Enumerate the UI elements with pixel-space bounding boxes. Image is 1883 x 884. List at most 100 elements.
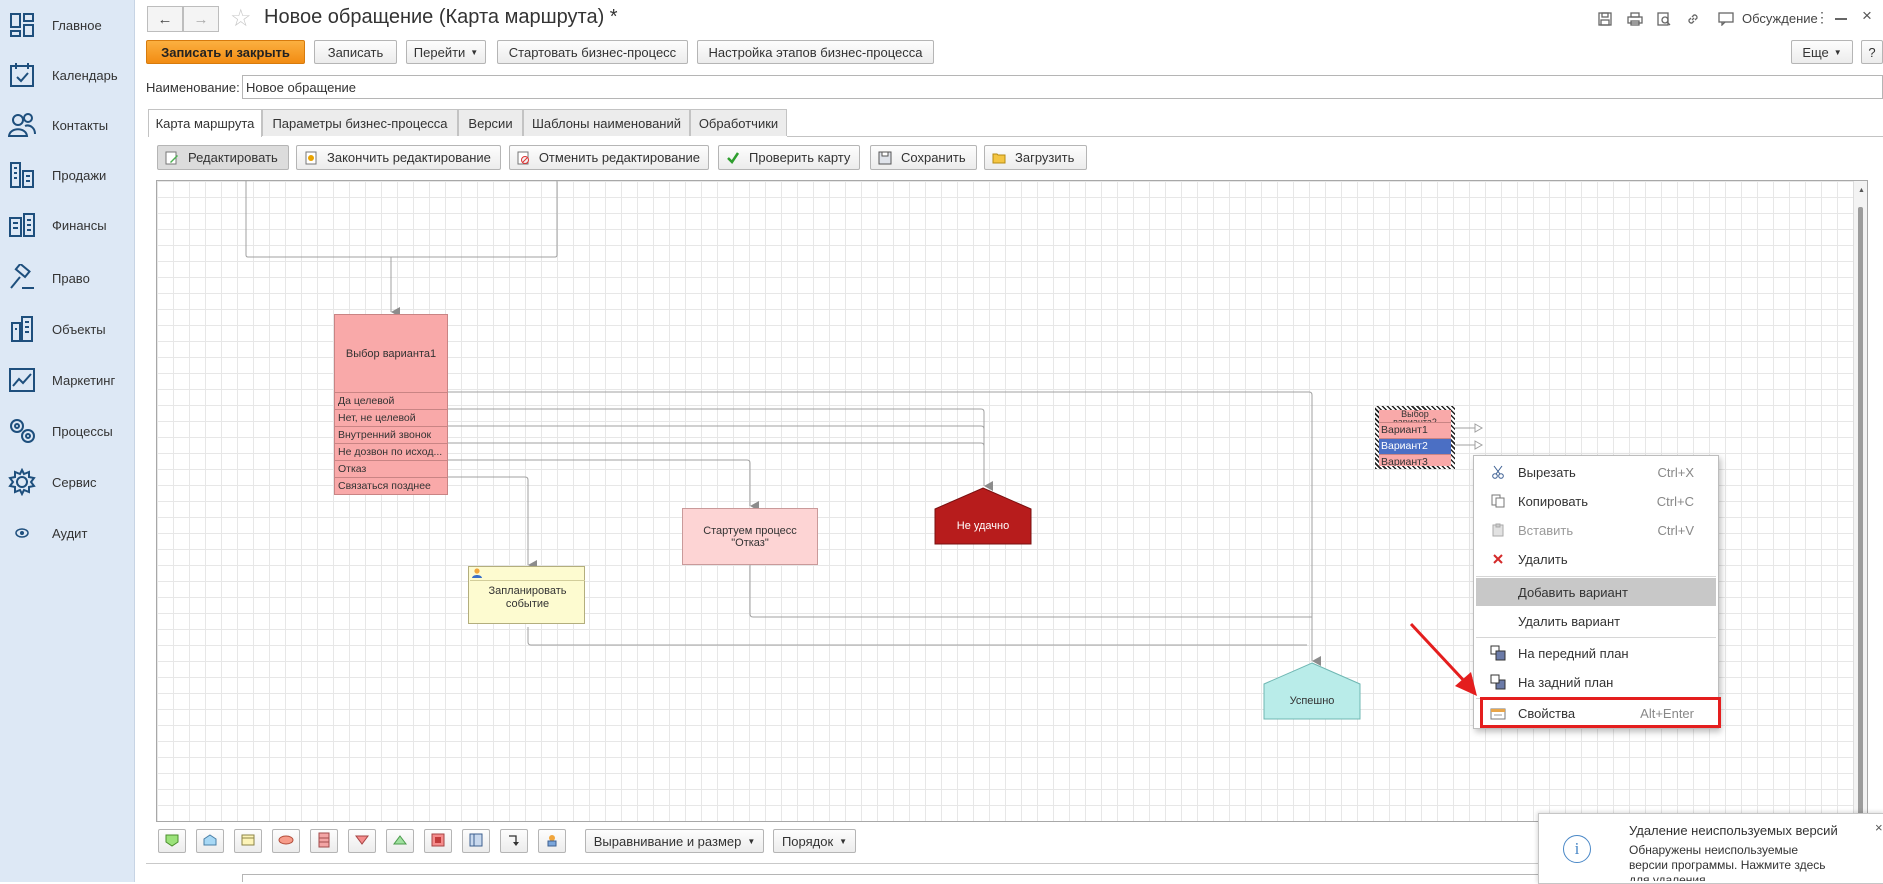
shape-choice-button[interactable] bbox=[310, 829, 338, 853]
sidebar-item-label: Финансы bbox=[52, 217, 107, 233]
vertical-scrollbar[interactable]: ▲ bbox=[1853, 181, 1867, 821]
choice1-option[interactable]: Отказ bbox=[334, 461, 448, 478]
comment-field[interactable] bbox=[242, 874, 1542, 882]
choice1-option[interactable]: Нет, не целевой bbox=[334, 410, 448, 427]
map-save-button[interactable]: Сохранить bbox=[870, 145, 977, 170]
choice1-option[interactable]: Да целевой bbox=[334, 393, 448, 410]
shape-process-button[interactable] bbox=[272, 829, 300, 853]
preview-icon[interactable] bbox=[1655, 10, 1673, 28]
finish-editing-button[interactable]: Закончить редактирование bbox=[296, 145, 501, 170]
menu-item-delete-variant[interactable]: Удалить вариант bbox=[1476, 607, 1716, 635]
context-menu: Вырезать Ctrl+X Копировать Ctrl+C Встави… bbox=[1473, 455, 1719, 729]
shape-activity-button[interactable] bbox=[234, 829, 262, 853]
favorite-star-icon[interactable]: ☆ bbox=[230, 5, 252, 32]
name-input[interactable]: Новое обращение bbox=[242, 75, 1883, 99]
shape-connector-button[interactable] bbox=[500, 829, 528, 853]
menu-item-add-variant[interactable]: Добавить вариант bbox=[1476, 578, 1716, 606]
sidebar-item-law[interactable]: Право bbox=[0, 253, 134, 303]
tab-name-templates[interactable]: Шаблоны наименований bbox=[523, 109, 690, 136]
menu-item-copy[interactable]: Копировать Ctrl+C bbox=[1476, 487, 1716, 515]
sidebar-item-objects[interactable]: Объекты bbox=[0, 304, 134, 354]
load-button[interactable]: Загрузить bbox=[984, 145, 1087, 170]
success-outcome[interactable]: Успешно bbox=[1263, 662, 1361, 720]
shape-start-button[interactable] bbox=[158, 829, 186, 853]
scrollbar-thumb[interactable] bbox=[1858, 207, 1863, 817]
start-bp-button[interactable]: Стартовать бизнес-процесс bbox=[497, 40, 688, 64]
menu-item-bring-front[interactable]: На передний план bbox=[1476, 639, 1716, 667]
sidebar-item-audit[interactable]: Аудит bbox=[0, 508, 134, 558]
tab-bp-params[interactable]: Параметры бизнес-процесса bbox=[262, 109, 458, 136]
choice1-option[interactable]: Связаться позднее bbox=[334, 478, 448, 495]
shape-branch-button[interactable] bbox=[348, 829, 376, 853]
link-icon[interactable] bbox=[1684, 10, 1702, 28]
save-and-close-button[interactable]: Записать и закрыть bbox=[146, 40, 305, 64]
check-map-button[interactable]: Проверить карту bbox=[718, 145, 860, 170]
sidebar-item-sales[interactable]: Продажи bbox=[0, 150, 134, 200]
merge-shape-icon bbox=[392, 834, 408, 849]
goto-dropdown-button[interactable]: Перейти ▼ bbox=[406, 40, 486, 64]
finish-editing-icon bbox=[303, 150, 319, 166]
sidebar-item-label: Продажи bbox=[52, 167, 107, 183]
more-dropdown-button[interactable]: Еще ▼ bbox=[1791, 40, 1853, 64]
choice2-option[interactable]: Вариант3 bbox=[1379, 454, 1451, 466]
failure-outcome[interactable]: Не удачно bbox=[934, 487, 1032, 545]
menu-item-delete[interactable]: Удалить bbox=[1476, 545, 1716, 573]
notification-toast[interactable]: i Удаление неиспользуемых версий Обнаруж… bbox=[1538, 813, 1883, 884]
shape-end-button[interactable] bbox=[196, 829, 224, 853]
align-size-dropdown[interactable]: Выравнивание и размер ▼ bbox=[585, 829, 764, 853]
sidebar-item-label: Календарь bbox=[52, 67, 118, 83]
sidebar-item-service[interactable]: Сервис bbox=[0, 457, 134, 507]
menu-item-cut[interactable]: Вырезать Ctrl+X bbox=[1476, 458, 1716, 486]
choice1-option[interactable]: Внутренний звонок bbox=[334, 427, 448, 444]
print-icon[interactable] bbox=[1626, 10, 1644, 28]
tab-route-map[interactable]: Карта маршрута bbox=[148, 109, 262, 137]
choice1-options: Да целевой Нет, не целевой Внутренний зв… bbox=[334, 393, 448, 495]
shape-group-button[interactable] bbox=[462, 829, 490, 853]
notification-close-icon[interactable]: × bbox=[1875, 820, 1883, 835]
cancel-editing-label: Отменить редактирование bbox=[538, 150, 700, 165]
sidebar-item-contacts[interactable]: Контакты bbox=[0, 100, 134, 150]
discussion-link[interactable]: Обсуждение bbox=[1742, 11, 1818, 26]
start-process-block[interactable]: Стартуем процесс "Отказ" bbox=[682, 508, 818, 565]
processes-icon bbox=[8, 417, 36, 445]
menu-item-label: Удалить bbox=[1518, 551, 1568, 567]
plan-event-block[interactable]: Запланировать событие bbox=[468, 566, 585, 624]
dropdown-caret-icon: ▼ bbox=[747, 836, 756, 846]
tab-handlers[interactable]: Обработчики bbox=[690, 109, 787, 136]
save-disk-icon[interactable] bbox=[1596, 10, 1614, 28]
edit-button[interactable]: Редактировать bbox=[157, 145, 289, 170]
choice2-option[interactable]: Вариант1 bbox=[1379, 422, 1451, 438]
menu-item-properties[interactable]: Свойства Alt+Enter bbox=[1476, 699, 1716, 727]
shape-decoration-button[interactable] bbox=[538, 829, 566, 853]
close-icon[interactable]: × bbox=[1862, 6, 1872, 25]
sidebar-item-calendar[interactable]: Календарь bbox=[0, 50, 134, 100]
send-back-icon bbox=[1488, 674, 1508, 690]
sidebar-item-processes[interactable]: Процессы bbox=[0, 406, 134, 456]
choice1-title[interactable]: Выбор варианта1 bbox=[334, 314, 448, 393]
sidebar-item-finance[interactable]: Финансы bbox=[0, 200, 134, 250]
help-button[interactable]: ? bbox=[1861, 40, 1883, 64]
tab-versions[interactable]: Версии bbox=[458, 109, 523, 136]
eye-icon bbox=[8, 519, 36, 547]
choice1-option[interactable]: Не дозвон по исход... bbox=[334, 444, 448, 461]
minimize-icon[interactable] bbox=[1835, 18, 1847, 20]
forward-button[interactable]: → bbox=[183, 6, 219, 32]
menu-item-send-back[interactable]: На задний план bbox=[1476, 668, 1716, 696]
scroll-up-icon[interactable]: ▲ bbox=[1858, 187, 1865, 194]
sidebar-item-marketing[interactable]: Маркетинг bbox=[0, 355, 134, 405]
order-dropdown[interactable]: Порядок ▼ bbox=[773, 829, 856, 853]
more-vertical-icon[interactable]: ⋮ bbox=[1815, 9, 1829, 25]
choice2-selection-frame[interactable]: Выбор варианта2 Вариант1 Вариант2 Вариан… bbox=[1375, 406, 1455, 469]
back-button[interactable]: ← bbox=[147, 6, 183, 32]
choice2-option-selected[interactable]: Вариант2 bbox=[1379, 438, 1451, 454]
choice-shape-icon bbox=[317, 832, 331, 851]
cancel-editing-button[interactable]: Отменить редактирование bbox=[509, 145, 709, 170]
save-button[interactable]: Записать bbox=[314, 40, 397, 64]
discussion-icon[interactable] bbox=[1717, 10, 1735, 28]
menu-item-paste[interactable]: Вставить Ctrl+V bbox=[1476, 516, 1716, 544]
shape-subprocess-button[interactable] bbox=[424, 829, 452, 853]
sidebar-item-main[interactable]: Главное bbox=[0, 0, 134, 50]
menu-item-shortcut: Alt+Enter bbox=[1640, 705, 1694, 721]
shape-merge-button[interactable] bbox=[386, 829, 414, 853]
bp-stages-settings-button[interactable]: Настройка этапов бизнес-процесса bbox=[697, 40, 934, 64]
